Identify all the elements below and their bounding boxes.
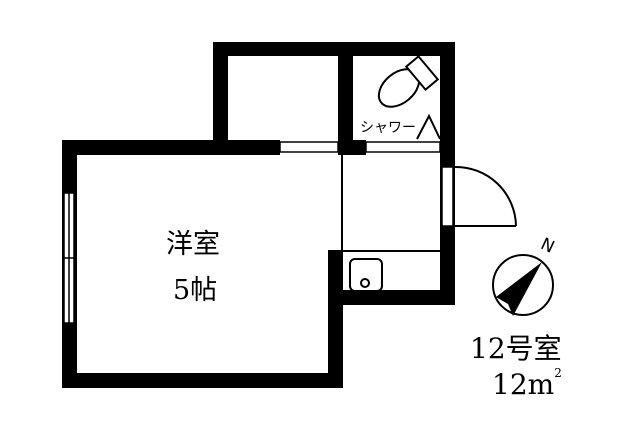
main-room-walls (62, 140, 366, 388)
area-superscript: 2 (554, 366, 562, 380)
room-name: 洋室 (166, 229, 220, 260)
bath-wall (440, 42, 455, 167)
sink-icon (349, 258, 383, 292)
entrance-door (441, 165, 517, 227)
shower-label: シャワー (360, 120, 416, 136)
compass-icon (492, 254, 554, 316)
bath-sliding-door (365, 141, 441, 153)
toilet-icon (377, 54, 440, 108)
area-label: 12m2 (492, 366, 562, 401)
window (63, 192, 75, 324)
area-value: 12m (492, 368, 555, 401)
kitchen (328, 167, 455, 305)
unit-label: 12号室 (470, 332, 562, 365)
closet-sliding-door (279, 141, 339, 153)
closet (213, 42, 455, 143)
drain-icon (360, 278, 370, 288)
room-size: 5帖 (173, 275, 218, 306)
shower-icon (416, 113, 441, 140)
